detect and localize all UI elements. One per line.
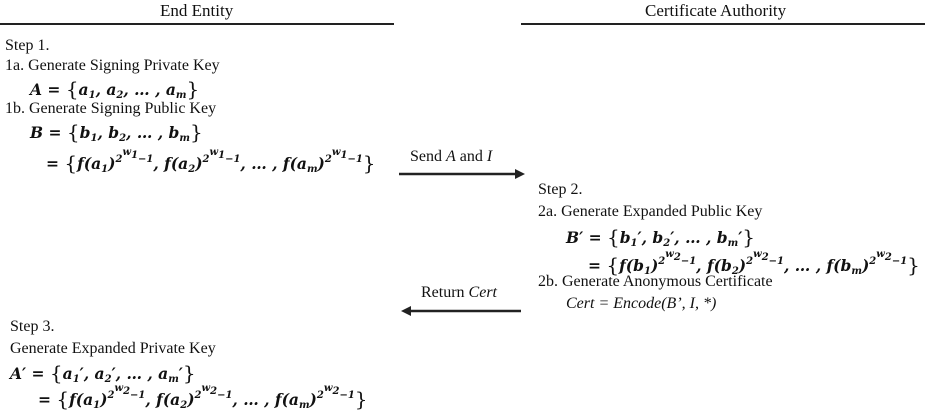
formula-A-prime-expanded: = {f(a1)2w2−1, f(a2)2w2−1, … , f(am)2w2−… [38,383,368,411]
step2a-label: 2a. Generate Expanded Public Key [538,203,763,220]
send-label-i: I [486,148,493,165]
certificate-authority-header-rule [521,23,925,25]
formula-B-prime-expanded: = {f(b1)2w2−1, f(b2)2w2−1, … , f(bm)2w2−… [588,249,920,277]
return-arrow-label: Return Cert [421,284,497,302]
return-label-prefix: Return [421,284,469,301]
formula-B-expanded: = {f(a1)2w1−1, f(a2)2w1−1, … , f(am)2w1−… [46,147,376,175]
certificate-authority-header: Certificate Authority [645,1,787,20]
formula-B-prime: B′ = {b1′, b2′, … , bm′} [566,225,756,249]
formula-A: A = {a1, a2, … , am} [30,77,200,101]
return-arrow [401,306,521,316]
step1b-label: 1b. Generate Signing Public Key [5,100,217,117]
step1-title: Step 1. [5,37,50,54]
step3-title: Step 3. [10,318,55,335]
return-label-cert: Cert [468,284,497,301]
send-arrow-label: Send A and I [410,148,492,166]
step1a-label: 1a. Generate Signing Private Key [5,57,220,74]
send-arrow [399,169,525,179]
step2-title: Step 2. [538,181,583,198]
send-label-mid: and [455,148,487,165]
cert-formula: Cert = Encode(B’, I, *) [566,295,717,312]
formula-A-prime: A′ = {a1′, a2′, … , am′} [10,361,196,385]
step3-label: Generate Expanded Private Key [10,340,216,357]
send-label-prefix: Send [410,148,446,165]
end-entity-header-rule [0,23,394,25]
end-entity-header: End Entity [160,1,234,20]
step2b-label: 2b. Generate Anonymous Certificate [538,273,773,290]
formula-B: B = {b1, b2, … , bm} [30,120,203,144]
send-label-a: A [446,148,456,165]
